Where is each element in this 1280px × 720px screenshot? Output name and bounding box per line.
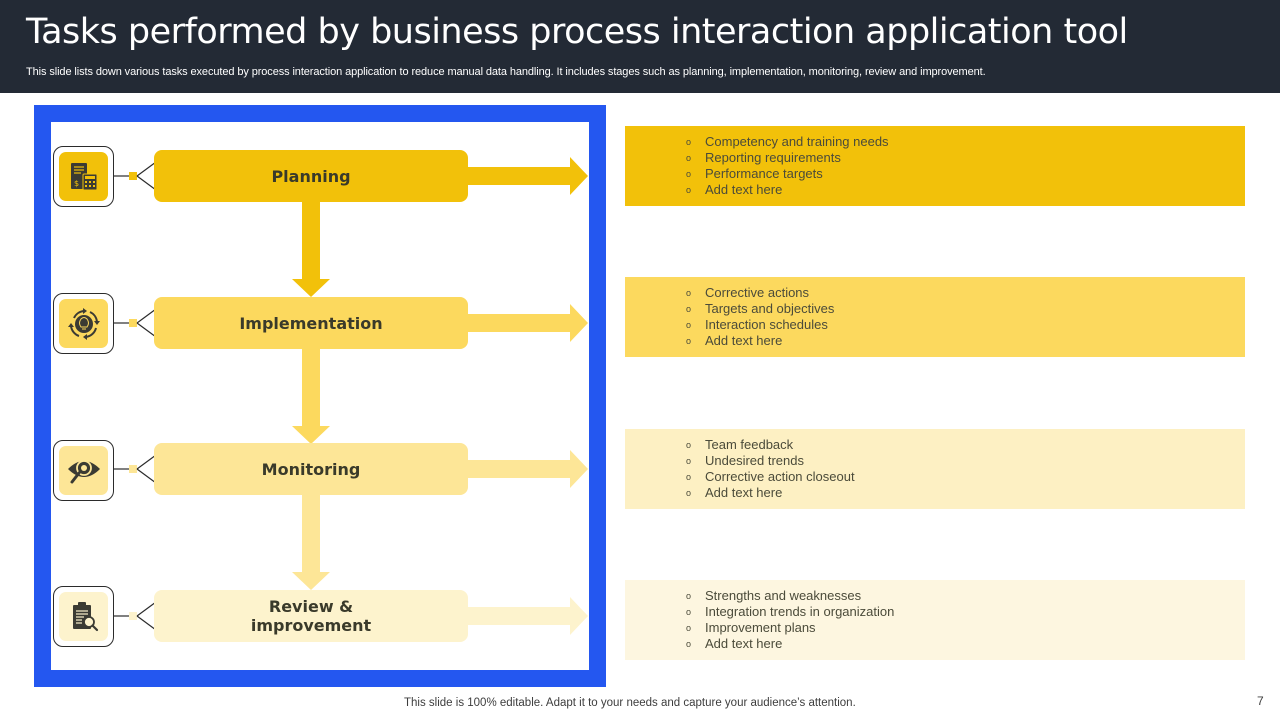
stage-icon-box-monitoring <box>53 440 114 501</box>
right-arrow-planning <box>466 157 588 195</box>
stage-monitoring[interactable]: Monitoring <box>154 443 468 495</box>
right-arrow-monitoring <box>466 450 588 488</box>
down-arrow-implementation-to-monitoring <box>292 348 330 444</box>
bullet-icon: o <box>686 137 692 147</box>
stage-icon-box-review <box>53 586 114 647</box>
slide-title: Tasks performed by business process inte… <box>26 12 1128 52</box>
stage-label: Implementation <box>239 313 383 333</box>
stage-icon-box-implementation <box>53 293 114 354</box>
bullet-icon: o <box>686 472 692 482</box>
svg-text:$: $ <box>74 179 79 188</box>
stage-label: Planning <box>271 166 351 186</box>
eye-magnifier-icon <box>67 459 100 483</box>
bullet-icon: o <box>686 288 692 298</box>
bullet-icon: o <box>686 607 692 617</box>
bullet-icon: o <box>686 440 692 450</box>
bullet-icon: o <box>686 185 692 195</box>
stage-icon-box-planning: $ <box>53 146 114 207</box>
lightbulb-cycle-icon <box>67 307 100 340</box>
stage-connector-review <box>114 601 156 631</box>
bullet-icon: o <box>686 623 692 633</box>
bullet-icon: o <box>686 304 692 314</box>
bullet-icon: o <box>686 591 692 601</box>
stage-connector-implementation <box>114 308 156 338</box>
stage-review-improvement[interactable]: Review & improvement <box>154 590 468 642</box>
right-arrow-review <box>466 597 588 635</box>
bullet-icon: o <box>686 488 692 498</box>
bullet-icon: o <box>686 169 692 179</box>
down-arrow-monitoring-to-review <box>292 494 330 590</box>
stage-planning[interactable]: Planning <box>154 150 468 202</box>
clipboard-search-icon <box>72 601 98 631</box>
bullet-icon: o <box>686 320 692 330</box>
bullet-icon: o <box>686 639 692 649</box>
down-arrow-planning-to-implementation <box>292 201 330 297</box>
stage-label: Review & improvement <box>250 597 372 635</box>
slide-header: Tasks performed by business process inte… <box>0 0 1280 93</box>
stage-label: Monitoring <box>261 459 361 479</box>
slide-subtitle: This slide lists down various tasks exec… <box>26 66 986 78</box>
page-number: 7 <box>1257 694 1264 708</box>
bullet-icon: o <box>686 336 692 346</box>
right-arrow-implementation <box>466 304 588 342</box>
stage-implementation[interactable]: Implementation <box>154 297 468 349</box>
stage-connector-monitoring <box>114 454 156 484</box>
bullet-icon: o <box>686 456 692 466</box>
bullet-icon: o <box>686 153 692 163</box>
budget-calculator-icon: $ <box>70 162 97 190</box>
stage-connector-planning <box>114 161 156 191</box>
footer-note: This slide is 100% editable. Adapt it to… <box>404 697 856 709</box>
